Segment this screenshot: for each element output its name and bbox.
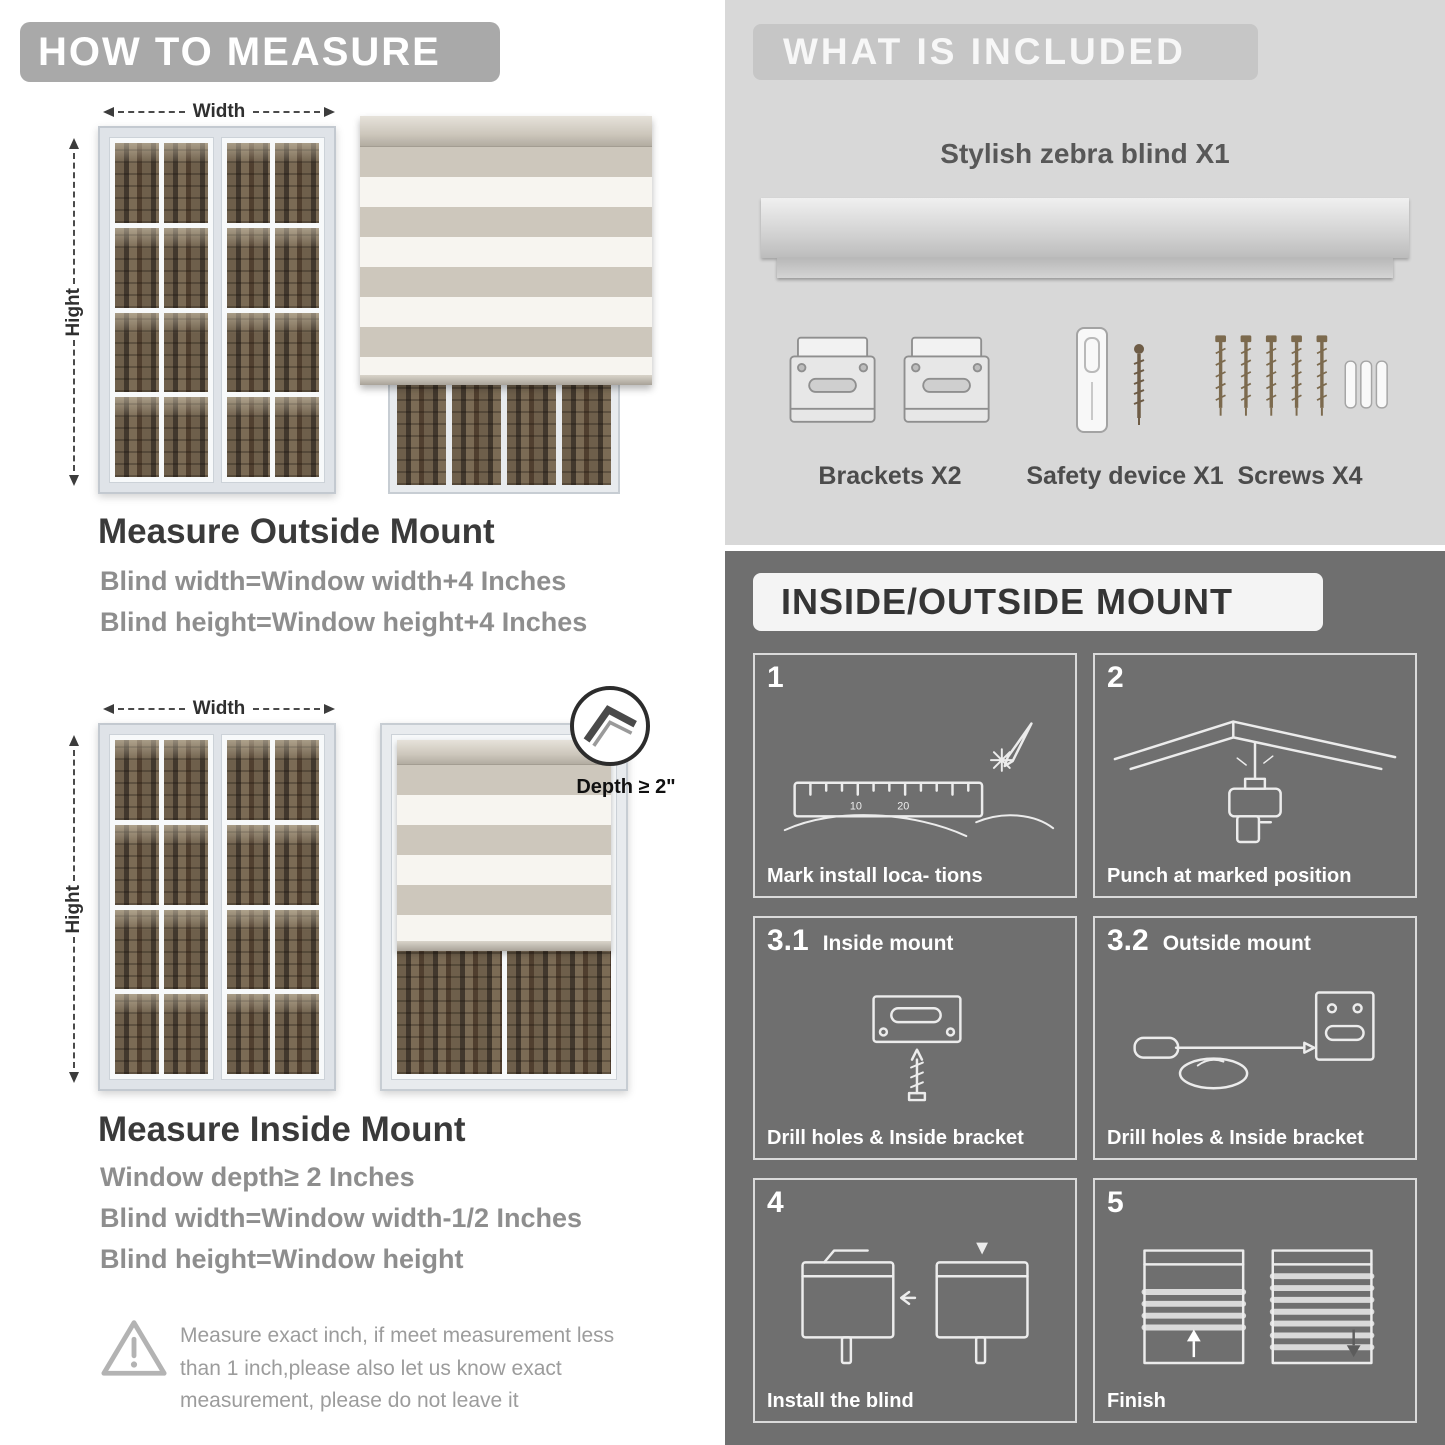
inside-mount-title: Measure Inside Mount [98, 1110, 466, 1149]
width-arrow-outside: Width [103, 102, 335, 122]
install-blind-illustration [801, 1242, 1029, 1365]
inside-mount-blind-figure [380, 723, 628, 1091]
outside-mount-blind-figure [360, 116, 652, 494]
mount-steps-grid: 1 10 20 Mark install loca- tions [753, 653, 1417, 1423]
step-title: Outside mount [1162, 931, 1311, 955]
outside-rule-height: Blind height=Window height+4 Inches [100, 607, 588, 637]
depth-callout-label: Depth ≥ 2" [576, 776, 676, 798]
step-caption: Finish [1107, 1390, 1166, 1412]
brackets-image [789, 336, 990, 423]
inside-rule-depth: Window depth≥ 2 Inches [100, 1162, 415, 1192]
inside-rule-width: Blind width=Window width-1/2 Inches [100, 1203, 583, 1233]
step-number: 3.2 [1107, 923, 1149, 957]
inside-rule-height: Blind height=Window height [100, 1244, 464, 1274]
depth-callout-circle [570, 686, 650, 766]
step-number: 4 [767, 1186, 784, 1220]
height-label: Hight [63, 884, 84, 934]
step-caption: Install the blind [767, 1390, 914, 1412]
blind-headrail-image [761, 198, 1409, 258]
blind-fabric [397, 765, 611, 941]
blind-fabric [360, 147, 652, 375]
width-label: Width [192, 101, 246, 122]
arrow-down-icon [69, 1072, 79, 1084]
window-corner-zoom-icon [583, 705, 637, 747]
arrow-up-icon [69, 735, 79, 746]
svg-text:10: 10 [850, 800, 862, 812]
what-is-included-header: WHAT IS INCLUDED [753, 24, 1258, 80]
step-2-panel: 2 Punch at mar [1093, 653, 1417, 898]
what-is-included-section: WHAT IS INCLUDED Stylish zebra blind X1 [725, 0, 1445, 545]
measurement-warning-text: Measure exact inch, if meet measurement … [180, 1324, 615, 1413]
finish-illustration [1141, 1249, 1375, 1365]
how-to-measure-header: HOW TO MEASURE [20, 22, 500, 82]
window-photo-outside [98, 126, 336, 494]
blind-bottom-rail [360, 375, 652, 385]
zebra-blind-outside [360, 116, 652, 385]
blind-headrail-valance [777, 258, 1393, 278]
arrow-up-icon [69, 138, 79, 149]
step-1-panel: 1 10 20 Mark install loca- tions [753, 653, 1077, 898]
window-sash [109, 137, 214, 483]
step-3-1-panel: 3.1 Inside mount Drill holes [753, 915, 1077, 1161]
brackets-label: Brackets X2 [818, 462, 962, 490]
mark-locations-illustration: 10 20 [783, 722, 1055, 838]
arrow-left-icon [103, 107, 114, 117]
height-arrow-inside: Hight [62, 735, 86, 1084]
step-4-panel: 4 Install the bli [753, 1178, 1077, 1423]
width-label: Width [192, 698, 246, 719]
inside-bracket-illustration [872, 994, 962, 1101]
window-sash [220, 137, 325, 483]
mount-instructions-section: INSIDE/OUTSIDE MOUNT 1 10 [725, 551, 1445, 1445]
blind-bottom-rail [397, 941, 611, 951]
product-name-label: Stylish zebra blind X1 [940, 138, 1230, 169]
window-sash [109, 734, 214, 1080]
zebra-blind-inside [397, 740, 611, 951]
outside-rule-width: Blind width=Window width+4 Inches [100, 566, 567, 596]
blind-cassette [360, 116, 652, 147]
height-arrow-outside: Hight [62, 138, 86, 487]
screws-image [1215, 335, 1388, 416]
step-3-2-panel: 3.2 Outside mount [1093, 915, 1417, 1161]
outside-mount-title: Measure Outside Mount [98, 512, 495, 551]
step-number: 5 [1107, 1186, 1124, 1220]
arrow-left-icon [103, 704, 114, 714]
svg-text:20: 20 [897, 800, 909, 812]
step-caption: Drill holes & Inside bracket [767, 1127, 1024, 1150]
step-caption: Drill holes & Inside bracket [1107, 1127, 1364, 1150]
arrow-down-icon [69, 475, 79, 487]
step-5-panel: 5 Finish [1093, 1178, 1417, 1423]
screws-label: Screws X4 [1237, 462, 1363, 490]
step-caption: Punch at marked position [1107, 864, 1352, 887]
arrow-right-icon [324, 704, 335, 714]
window-photo-inside [98, 723, 336, 1091]
safety-device-image [1076, 327, 1145, 433]
step-number: 3.1 [767, 923, 809, 957]
step-caption: Mark install loca- tions [767, 864, 983, 887]
drill-illustration [1113, 720, 1397, 844]
outside-bracket-illustration [1133, 990, 1375, 1090]
width-arrow-inside: Width [103, 699, 335, 719]
step-title: Inside mount [822, 931, 954, 955]
mount-section-header: INSIDE/OUTSIDE MOUNT [753, 573, 1323, 631]
step-number: 2 [1107, 661, 1124, 694]
window-sash [220, 734, 325, 1080]
safety-device-label: Safety device X1 [1026, 462, 1224, 490]
warning-icon [101, 1320, 167, 1376]
arrow-right-icon [324, 107, 335, 117]
height-label: Hight [63, 287, 84, 337]
step-number: 1 [767, 661, 784, 694]
